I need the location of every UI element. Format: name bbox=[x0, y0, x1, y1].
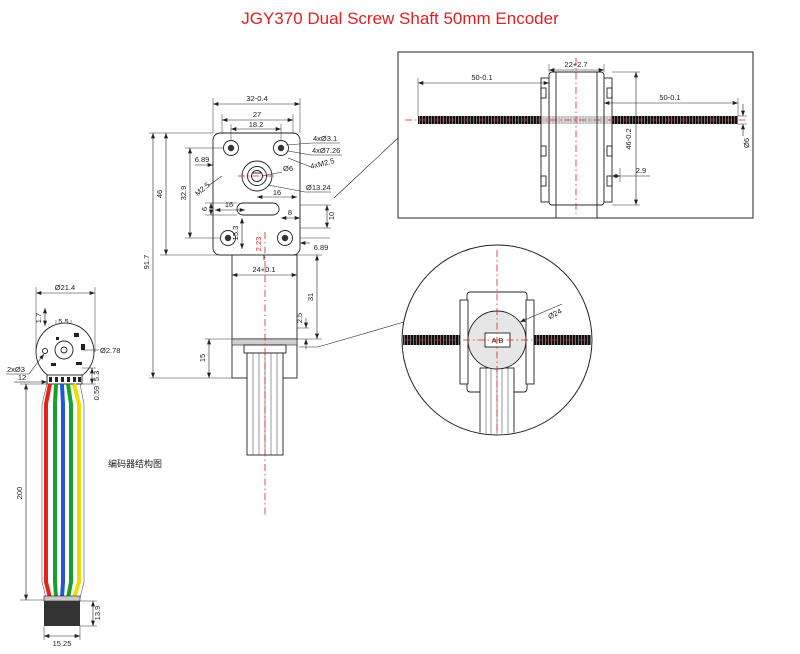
offset-top-label: 6.89 bbox=[195, 155, 210, 164]
connector-width-label: 15.25 bbox=[53, 639, 72, 648]
side-flange-right bbox=[603, 77, 613, 203]
encoder-structure-view: Ø21.4 1.7 5.5 Ø2.78 2xØ3 bbox=[6, 283, 162, 648]
dim-16-upper-label: 16 bbox=[273, 188, 281, 197]
encoder-hole-diameter-label: Ø2.78 bbox=[100, 346, 120, 355]
encoder-mount-holes-label: 2xØ3 bbox=[7, 365, 25, 374]
mount-hole bbox=[277, 230, 293, 246]
encoder-component bbox=[76, 362, 82, 365]
encoder-hub bbox=[54, 340, 74, 360]
side-body-width-label: 22+2.7 bbox=[564, 60, 587, 69]
gearbox-width-label: 32-0.4 bbox=[246, 94, 267, 103]
encoder-dim-12-label: 12 bbox=[18, 373, 26, 382]
drawing-title: JGY370 Dual Screw Shaft 50mm Encoder bbox=[241, 9, 559, 28]
side-body bbox=[548, 71, 605, 206]
screw-shaft-right bbox=[611, 116, 738, 124]
wire-green bbox=[53, 383, 58, 599]
hole-spacing-label: 27 bbox=[253, 110, 261, 119]
motor-body bbox=[231, 254, 298, 340]
thread-callout: 4xM2.5 bbox=[309, 156, 335, 171]
mount-hole bbox=[220, 230, 236, 246]
wire-yellow bbox=[72, 383, 81, 599]
wire-connector-cap bbox=[43, 595, 81, 602]
side-flange-left bbox=[540, 77, 550, 203]
encoder-diameter-label: Ø21.4 bbox=[55, 283, 75, 292]
side-shaft-diameter-label: Ø6 bbox=[742, 138, 751, 148]
encoder-height-label: 15 bbox=[198, 354, 207, 362]
motor-length-label: 31 bbox=[306, 293, 315, 301]
dim-2-9-label: 2.9 bbox=[636, 166, 646, 175]
detail-leader-line bbox=[317, 321, 405, 348]
shaft-diameter-callout: Ø6 bbox=[283, 164, 293, 173]
gearbox-front-view: 32-0.4 27 18.2 4xØ3.1 4xØ7.26 4xM2.5 Ø6 … bbox=[142, 94, 342, 379]
dim-2-23-label: 2.23 bbox=[254, 237, 263, 252]
dim-8-label: 8 bbox=[288, 208, 292, 217]
encoder-component bbox=[56, 337, 59, 340]
shaft-right-length-label: 50-0.1 bbox=[659, 93, 680, 102]
counterbore-callout: 4xØ7.26 bbox=[312, 146, 340, 155]
dim-15-3-label: 15.3 bbox=[231, 226, 240, 241]
detail-circle-outline bbox=[401, 244, 593, 436]
encoder-dim-0-59-label: 0.59 bbox=[92, 386, 101, 401]
motor-view: 24+0.1 31 2.5 15 bbox=[198, 232, 405, 515]
encoder-component bbox=[81, 344, 85, 350]
encoder-component bbox=[51, 363, 56, 366]
side-view-leader-line bbox=[333, 137, 399, 199]
offset-bottom-label: 6.89 bbox=[314, 243, 329, 252]
dim-2-5-label: 2.5 bbox=[295, 313, 304, 323]
connector-height-label: 13.9 bbox=[93, 606, 102, 621]
gearbox-height-label: 46 bbox=[155, 190, 164, 198]
holes-callout: 4xØ3.1 bbox=[313, 134, 337, 143]
m2-5-label: M2.5 bbox=[193, 180, 212, 198]
hub-diameter-callout: Ø13.24 bbox=[306, 183, 331, 192]
shaft-left-length-label: 50-0.1 bbox=[471, 73, 492, 82]
wire-blue bbox=[60, 383, 65, 599]
dim-16-lower-label: 16 bbox=[225, 200, 233, 209]
dim-32-9-label: 32.9 bbox=[179, 186, 188, 201]
encoder-dim-1-7-label: 1.7 bbox=[34, 313, 43, 323]
total-length-label: 91.7 bbox=[142, 255, 151, 270]
motor-diameter-label: 24+0.1 bbox=[252, 265, 275, 274]
detail-ab-label: A B bbox=[492, 336, 504, 345]
encoder-dim-5-5-label: 5.5 bbox=[58, 317, 68, 326]
encoder-mount-hole bbox=[41, 347, 49, 355]
wire-red bbox=[44, 383, 52, 599]
encoder-structure-caption: 编码器结构图 bbox=[108, 458, 162, 469]
dim-6-label: 6 bbox=[200, 207, 209, 211]
dim-18-2-label: 18.2 bbox=[249, 120, 264, 129]
dim-10-label: 10 bbox=[327, 212, 336, 220]
encoder-detail-view: A B Ø24 bbox=[401, 244, 593, 436]
encoder-pin-header bbox=[46, 374, 83, 385]
wire-connector bbox=[44, 601, 80, 626]
side-view-panel: 22+2.7 50-0.1 50-0.1 46-0.2 Ø6 2.9 bbox=[397, 51, 754, 219]
encoder-dim-5-3-label: 5.3 bbox=[92, 371, 101, 381]
wire-length-label: 200 bbox=[15, 487, 24, 500]
side-height-label: 46-0.2 bbox=[624, 128, 633, 149]
encoder-component bbox=[74, 333, 79, 337]
wire-green-2 bbox=[66, 383, 73, 599]
